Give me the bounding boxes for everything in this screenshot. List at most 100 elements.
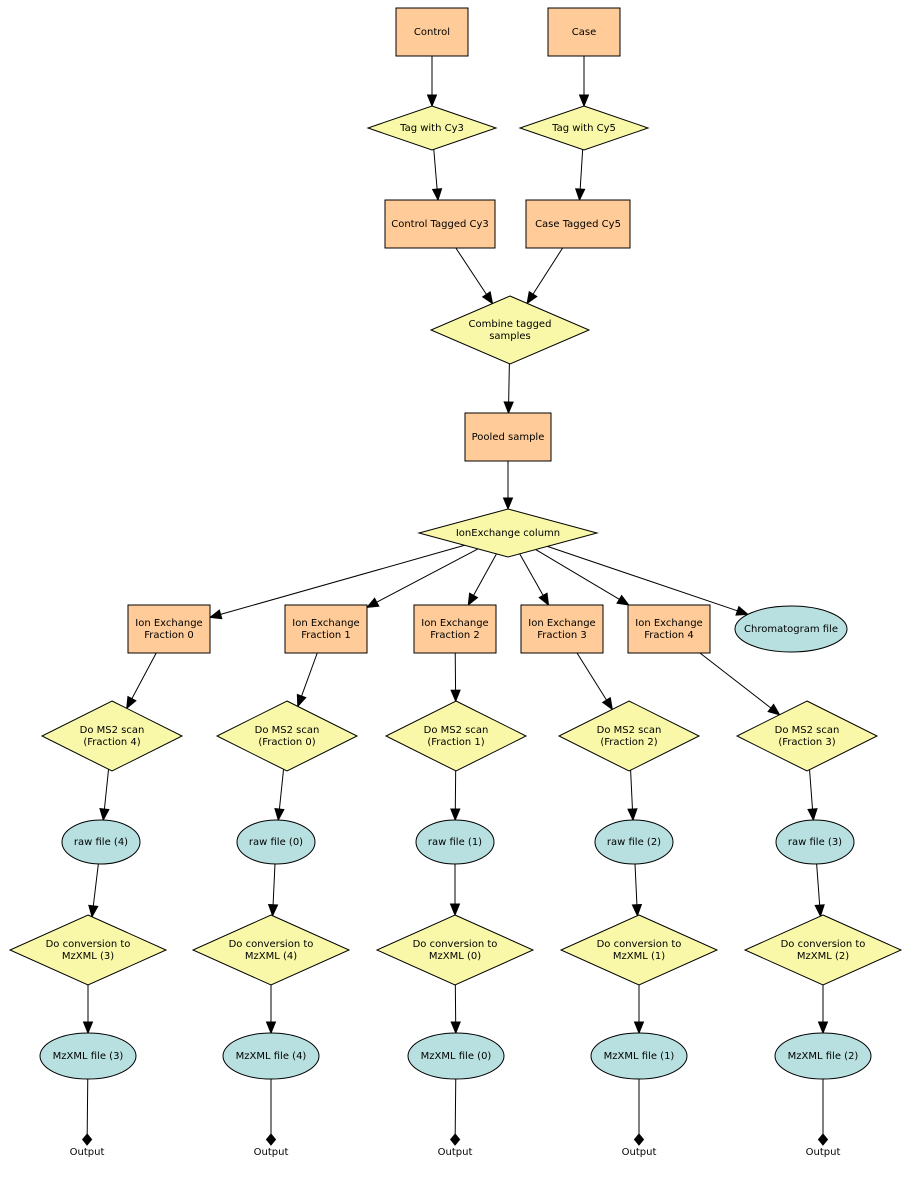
process-box bbox=[284, 604, 368, 654]
node-label: Pooled sample bbox=[472, 432, 545, 443]
node-label: IonExchange column bbox=[456, 528, 560, 539]
edge-frac3-to-ms2-2 bbox=[576, 652, 614, 711]
node-raw3: raw file (3) bbox=[775, 819, 855, 865]
action-diamond bbox=[375, 914, 535, 986]
arrow-head bbox=[538, 592, 550, 607]
action-diamond bbox=[743, 914, 903, 986]
arrow-head bbox=[616, 594, 630, 606]
node-label: Ion Exchange bbox=[421, 618, 488, 629]
edge-line bbox=[630, 770, 633, 810]
edge-line bbox=[519, 553, 544, 596]
node-label: raw file (4) bbox=[74, 837, 128, 848]
node-label: MzXML file (4) bbox=[236, 1051, 307, 1062]
arrow-head bbox=[126, 695, 137, 710]
edge-ion-column-to-frac1 bbox=[365, 548, 479, 608]
node-label: MzXML (3) bbox=[62, 951, 114, 962]
edge-ms2-0-to-raw0 bbox=[274, 769, 285, 822]
edge-ms2-3-to-raw3 bbox=[807, 769, 818, 822]
node-raw4: raw file (4) bbox=[61, 819, 141, 865]
edge-line bbox=[816, 863, 821, 906]
node-label: Output bbox=[70, 1147, 105, 1158]
node-pooled: Pooled sample bbox=[464, 412, 552, 462]
arrow-head bbox=[767, 703, 781, 716]
arrow-head bbox=[265, 1021, 277, 1035]
node-label: Ion Exchange bbox=[292, 618, 359, 629]
node-raw0: raw file (0) bbox=[236, 819, 316, 865]
arrow-head bbox=[814, 904, 825, 918]
node-label: raw file (3) bbox=[788, 837, 842, 848]
node-label: Chromatogram file bbox=[744, 624, 838, 635]
arrow-head bbox=[99, 808, 110, 822]
node-label: Tag with Cy5 bbox=[551, 123, 616, 134]
arrow-head bbox=[503, 401, 514, 415]
arrow-head bbox=[807, 808, 818, 822]
edge-conv0-to-mz0 bbox=[450, 984, 461, 1035]
edge-ion-column-to-frac4 bbox=[535, 549, 630, 606]
process-box bbox=[413, 604, 497, 654]
edge-line bbox=[220, 544, 465, 615]
edge-line bbox=[579, 149, 584, 190]
edge-line bbox=[301, 652, 318, 697]
diamond-head bbox=[633, 1133, 645, 1146]
node-ms2-4: Do MS2 scan(Fraction 4) bbox=[40, 700, 184, 772]
edge-line bbox=[92, 863, 99, 906]
edge-case-to-tag-cy5 bbox=[578, 56, 590, 108]
arrow-head bbox=[631, 903, 643, 918]
edge-mz4-to-out-b bbox=[265, 1079, 277, 1146]
arrow-head bbox=[502, 497, 514, 511]
node-out-e: Output bbox=[806, 1147, 841, 1158]
node-label: Do MS2 scan bbox=[255, 725, 320, 736]
node-case-tagged: Case Tagged Cy5 bbox=[525, 199, 631, 249]
arrow-head bbox=[274, 808, 285, 822]
node-label: Output bbox=[806, 1147, 841, 1158]
node-label: MzXML (1) bbox=[613, 951, 665, 962]
node-label: Ion Exchange bbox=[635, 618, 702, 629]
edge-tag-cy3-to-control-tagged bbox=[431, 149, 443, 202]
node-raw2: raw file (2) bbox=[594, 819, 674, 865]
arrow-head bbox=[467, 592, 479, 607]
action-diamond bbox=[384, 700, 528, 772]
node-label: Case Tagged Cy5 bbox=[535, 219, 621, 230]
edge-line bbox=[103, 769, 110, 810]
node-label: MzXML file (3) bbox=[53, 1051, 124, 1062]
data-ellipse bbox=[39, 1032, 137, 1080]
node-label: Do conversion to bbox=[597, 939, 682, 950]
arrow-head bbox=[82, 1021, 94, 1035]
edge-line bbox=[699, 652, 772, 709]
node-label: Do conversion to bbox=[413, 939, 498, 950]
edge-line bbox=[454, 1078, 457, 1135]
node-raw1: raw file (1) bbox=[415, 819, 495, 865]
process-box bbox=[547, 7, 621, 57]
node-label: (Fraction 2) bbox=[600, 737, 657, 748]
node-label: Output bbox=[254, 1147, 289, 1158]
edge-ms2-4-to-raw4 bbox=[99, 769, 110, 822]
node-out-d: Output bbox=[622, 1147, 657, 1158]
process-box bbox=[520, 604, 604, 654]
data-ellipse bbox=[734, 605, 848, 653]
edge-line bbox=[547, 545, 738, 612]
arrow-head bbox=[574, 188, 586, 202]
arrow-head bbox=[449, 903, 461, 917]
node-label: Combine tagged bbox=[469, 319, 552, 330]
node-mz1: MzXML file (1) bbox=[590, 1032, 688, 1080]
node-label: Fraction 1 bbox=[301, 630, 350, 641]
node-label: raw file (2) bbox=[607, 837, 661, 848]
data-ellipse bbox=[61, 819, 141, 865]
node-label: MzXML file (0) bbox=[421, 1051, 492, 1062]
node-label: Fraction 3 bbox=[537, 630, 586, 641]
edge-control-tagged-to-combine bbox=[455, 247, 494, 305]
node-ms2-2: Do MS2 scan(Fraction 2) bbox=[557, 700, 701, 772]
node-label: Do conversion to bbox=[781, 939, 866, 950]
edge-line bbox=[86, 1078, 89, 1135]
edge-line bbox=[433, 149, 438, 190]
edges-layer bbox=[81, 56, 829, 1146]
